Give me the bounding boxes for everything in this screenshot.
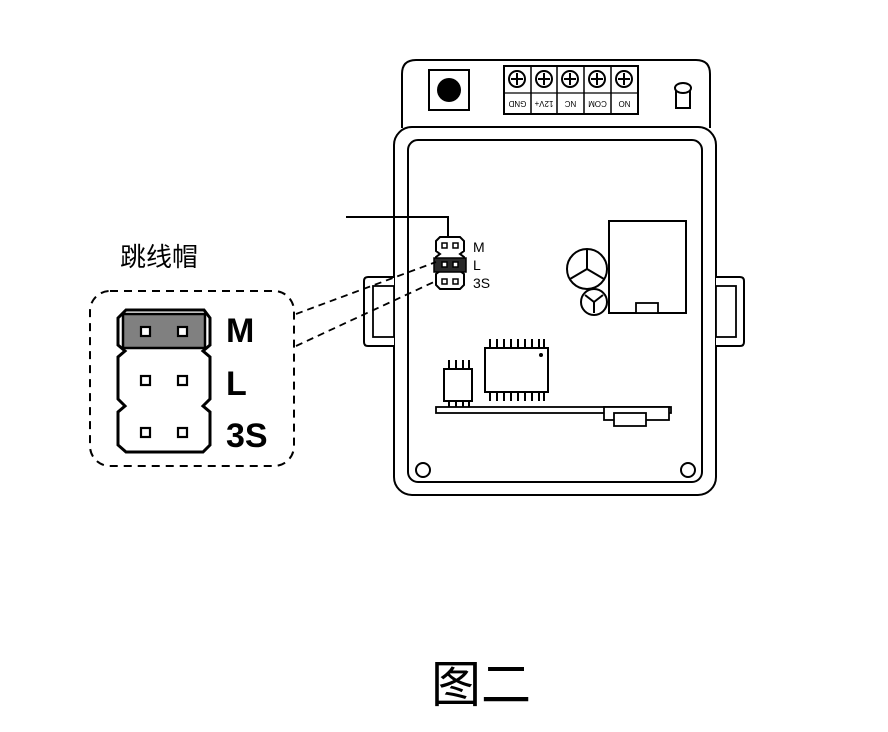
board-label-l: L [473, 257, 481, 273]
terminal-header: GND 12V+ NC COM NO [401, 59, 711, 128]
terminal-block: GND 12V+ NC COM NO [503, 65, 639, 115]
device-enclosure [363, 126, 745, 496]
board-jumper-cap [433, 257, 467, 273]
terminal-screw-icon [615, 70, 633, 88]
potentiometer-large-icon [566, 248, 608, 290]
screw-hole-icon [680, 462, 696, 478]
jumper-callout: 跳线帽 M L 3S [89, 242, 295, 467]
terminal-label-com: COM [588, 99, 607, 108]
push-button [428, 69, 470, 111]
jumper-callout-title: 跳线帽 [120, 242, 198, 272]
terminal-label-12v: 12V+ [534, 99, 553, 108]
callout-label-l: L [226, 365, 247, 403]
callout-label-m: M [226, 312, 254, 350]
large-ic-chip [484, 339, 549, 401]
terminal-screw-icon [588, 70, 606, 88]
screw-hole-icon [415, 462, 431, 478]
terminal-screw-icon [535, 70, 553, 88]
mounting-tab-right [715, 276, 745, 347]
terminal-label-nc: NC [565, 99, 577, 108]
mounting-tab-left [363, 276, 395, 347]
potentiometer-small-icon [580, 288, 608, 316]
status-led-icon [674, 82, 692, 109]
small-ic-chip [443, 360, 473, 407]
terminal-label-gnd: GND [508, 99, 526, 108]
board-label-3s: 3S [473, 275, 490, 291]
callout-label-3s: 3S [226, 417, 268, 455]
board-jumper-header: M L 3S [433, 236, 490, 291]
terminal-screw-icon [561, 70, 579, 88]
relay-component [608, 220, 687, 314]
figure-caption: 图二 [431, 657, 531, 713]
zoom-line [295, 280, 437, 347]
enlarged-jumper-cap [121, 312, 207, 350]
terminal-label-no: NO [619, 99, 631, 108]
zoom-line [295, 261, 437, 315]
circuit-board-edge [435, 406, 672, 427]
board-label-m: M [473, 239, 485, 255]
terminal-screw-icon [508, 70, 526, 88]
leader-line [346, 216, 449, 237]
